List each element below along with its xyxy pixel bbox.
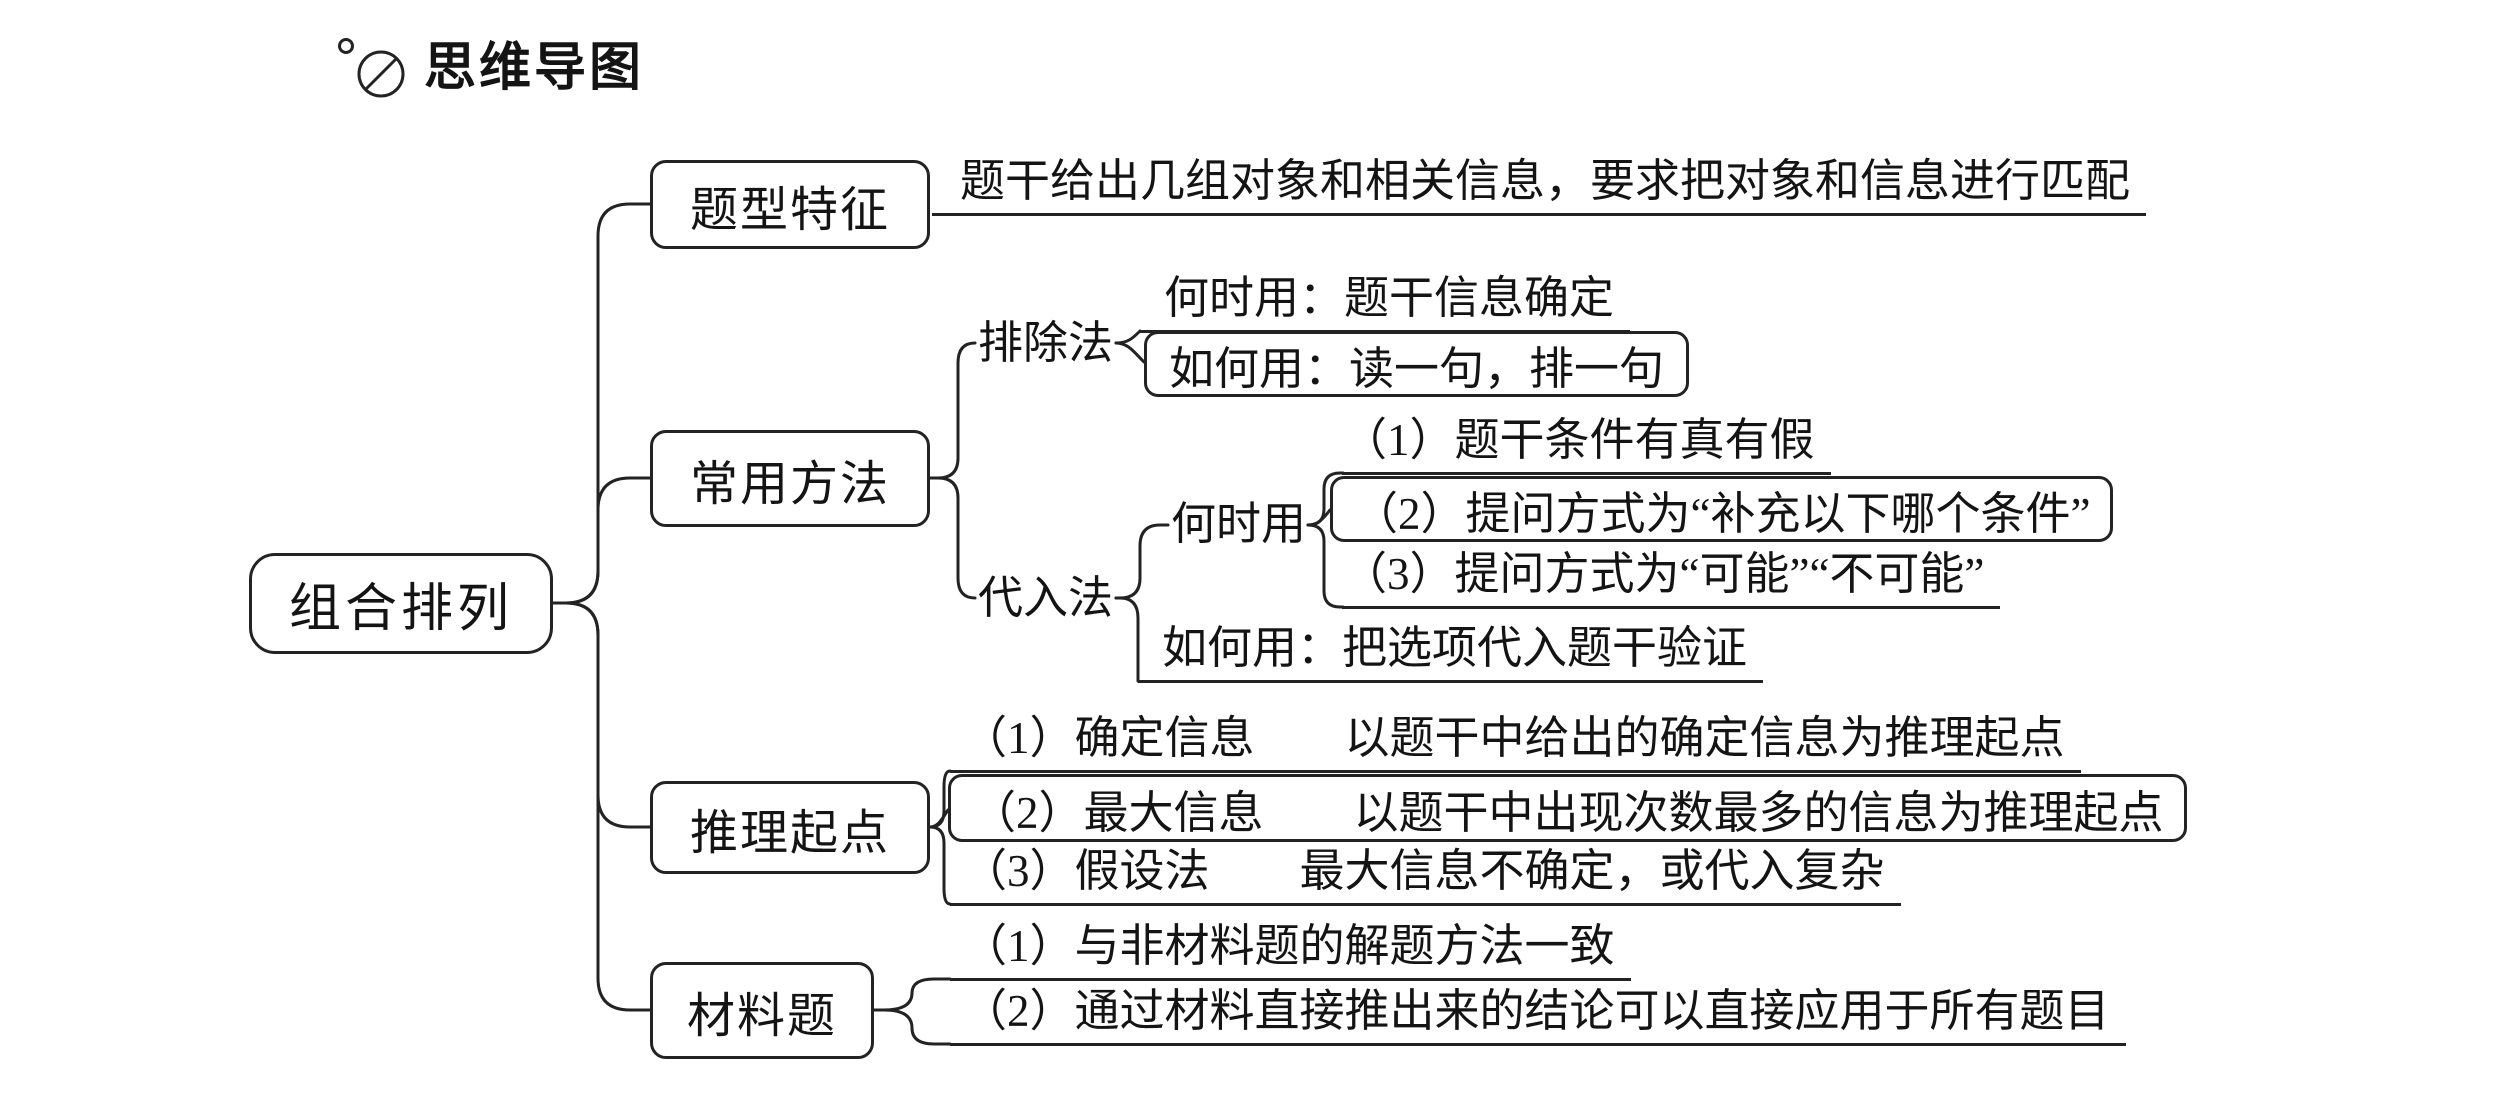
connector-methods-to-substitution — [928, 476, 977, 600]
connector-when-to-item3 — [1306, 523, 1345, 609]
branch-material-questions: 材料题 — [650, 962, 874, 1059]
section-title: 思维导图 — [424, 39, 645, 97]
substitution-when-item-1: （1）题干条件有真有假 — [1342, 412, 1831, 475]
branch-common-methods: 常用方法 — [650, 430, 930, 527]
branch-type-features: 题型特征 — [650, 160, 930, 249]
reasoning-item-3: （3）假设法 最大信息不确定，或代入复杂 — [950, 843, 1901, 906]
type-features-desc: 题干给出几组对象和相关信息，要求把对象和信息进行匹配 — [932, 153, 2147, 216]
material-item-2: （2）通过材料直接推出来的结论可以直接应用于所有题目 — [950, 983, 2126, 1046]
connector-substitution-to-how — [1114, 596, 1140, 683]
substitution-when-item-2: （2）提问方式为“补充以下哪个条件” — [1330, 476, 2114, 542]
connector-when-to-item2 — [1306, 508, 1332, 527]
connector-root-to-type-features — [551, 202, 652, 605]
root-node: 组合排列 — [249, 553, 553, 654]
connector-elimination-to-how — [1114, 341, 1146, 364]
branch-reasoning-start: 推理起点 — [650, 781, 930, 874]
connector-root-to-material — [551, 601, 652, 1012]
connector-reasoning-to-item3 — [928, 825, 952, 906]
connector-substitution-to-when — [1114, 523, 1170, 600]
reasoning-item-2: （2）最大信息 以题干中出现次数最多的信息为推理起点 — [948, 774, 2187, 842]
connector-material-to-item1 — [872, 977, 952, 1012]
material-item-1: （1）与非材料题的解题方法一致 — [950, 918, 1631, 981]
connector-elimination-to-when — [1114, 329, 1142, 345]
connector-material-to-item2 — [872, 1008, 952, 1046]
elimination-how: 如何用：读一句，排一句 — [1144, 331, 1690, 397]
slashed-circle-icon — [338, 38, 405, 98]
connector-reasoning-to-item1 — [928, 769, 952, 829]
reasoning-item-1: （1）确定信息 以题干中给出的确定信息为推理起点 — [950, 710, 2081, 773]
elimination-when: 何时用：题干信息确定 — [1140, 270, 1631, 333]
connector-root-to-reasoning-start — [551, 601, 652, 829]
connector-methods-to-elimination — [928, 341, 977, 480]
connector-reasoning-to-item2 — [928, 808, 950, 829]
substitution-when-item-3: （3）提问方式为“可能”“不可能” — [1342, 546, 2001, 609]
connector-root-to-common-methods — [551, 476, 652, 605]
method-substitution-label: 代入法 — [978, 573, 1114, 623]
method-elimination-label: 排除法 — [978, 318, 1114, 368]
substitution-how: 如何用：把选项代入题干验证 — [1138, 620, 1764, 683]
substitution-when-label: 何时用 — [1171, 499, 1307, 549]
